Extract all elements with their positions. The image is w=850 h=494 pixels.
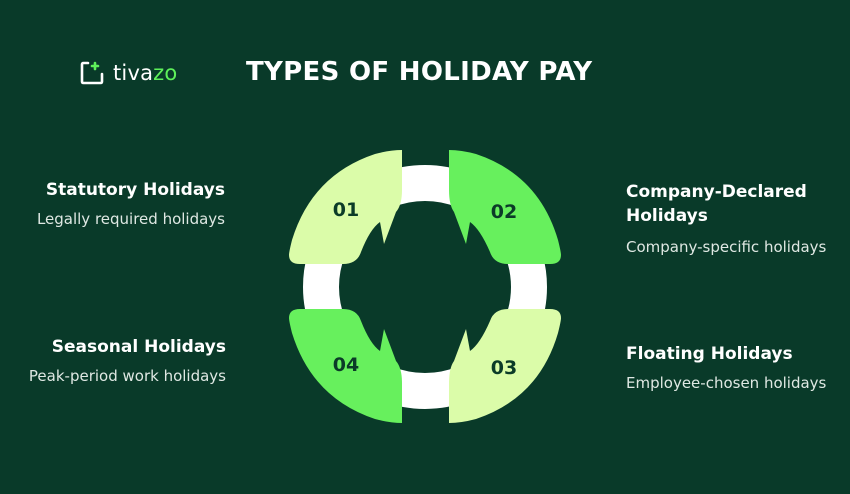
- item-04-title: Seasonal Holidays: [51, 337, 226, 357]
- item-04-label: Seasonal Holidays Peak-period work holid…: [29, 335, 226, 385]
- item-02-title-line2: Holidays: [626, 206, 708, 226]
- item-01-description: Legally required holidays: [36, 210, 225, 228]
- segment-01-number: 01: [333, 199, 359, 221]
- item-01-title: Statutory Holidays: [45, 180, 225, 200]
- segment-03-number: 03: [491, 357, 517, 379]
- logo-text: tivazo: [113, 61, 178, 85]
- item-03-label: Floating Holidays Employee-chosen holida…: [626, 342, 826, 392]
- item-01-label: Statutory Holidays Legally required holi…: [37, 178, 225, 228]
- segment-01: [289, 150, 402, 264]
- item-02-label: Company-Declared Holidays Company-specif…: [626, 180, 826, 256]
- item-03-description: Employee-chosen holidays: [626, 374, 827, 392]
- segment-02: [449, 150, 561, 264]
- segment-04-number: 04: [333, 354, 359, 376]
- logo-icon: [80, 61, 104, 85]
- holiday-types-diagram: 01 02 03 04: [289, 150, 561, 423]
- logo: tivazo: [79, 60, 177, 86]
- item-02-description: Company-specific holidays: [626, 238, 827, 256]
- segment-04: [289, 309, 402, 423]
- segment-02-number: 02: [491, 201, 517, 223]
- item-02-title-line1: Company-Declared: [626, 182, 807, 202]
- segment-03: [449, 309, 561, 423]
- center-ring: [303, 165, 547, 409]
- page-title: TYPES OF HOLIDAY PAY: [246, 57, 593, 87]
- item-04-description: Peak-period work holidays: [28, 367, 226, 385]
- item-03-title: Floating Holidays: [626, 344, 793, 364]
